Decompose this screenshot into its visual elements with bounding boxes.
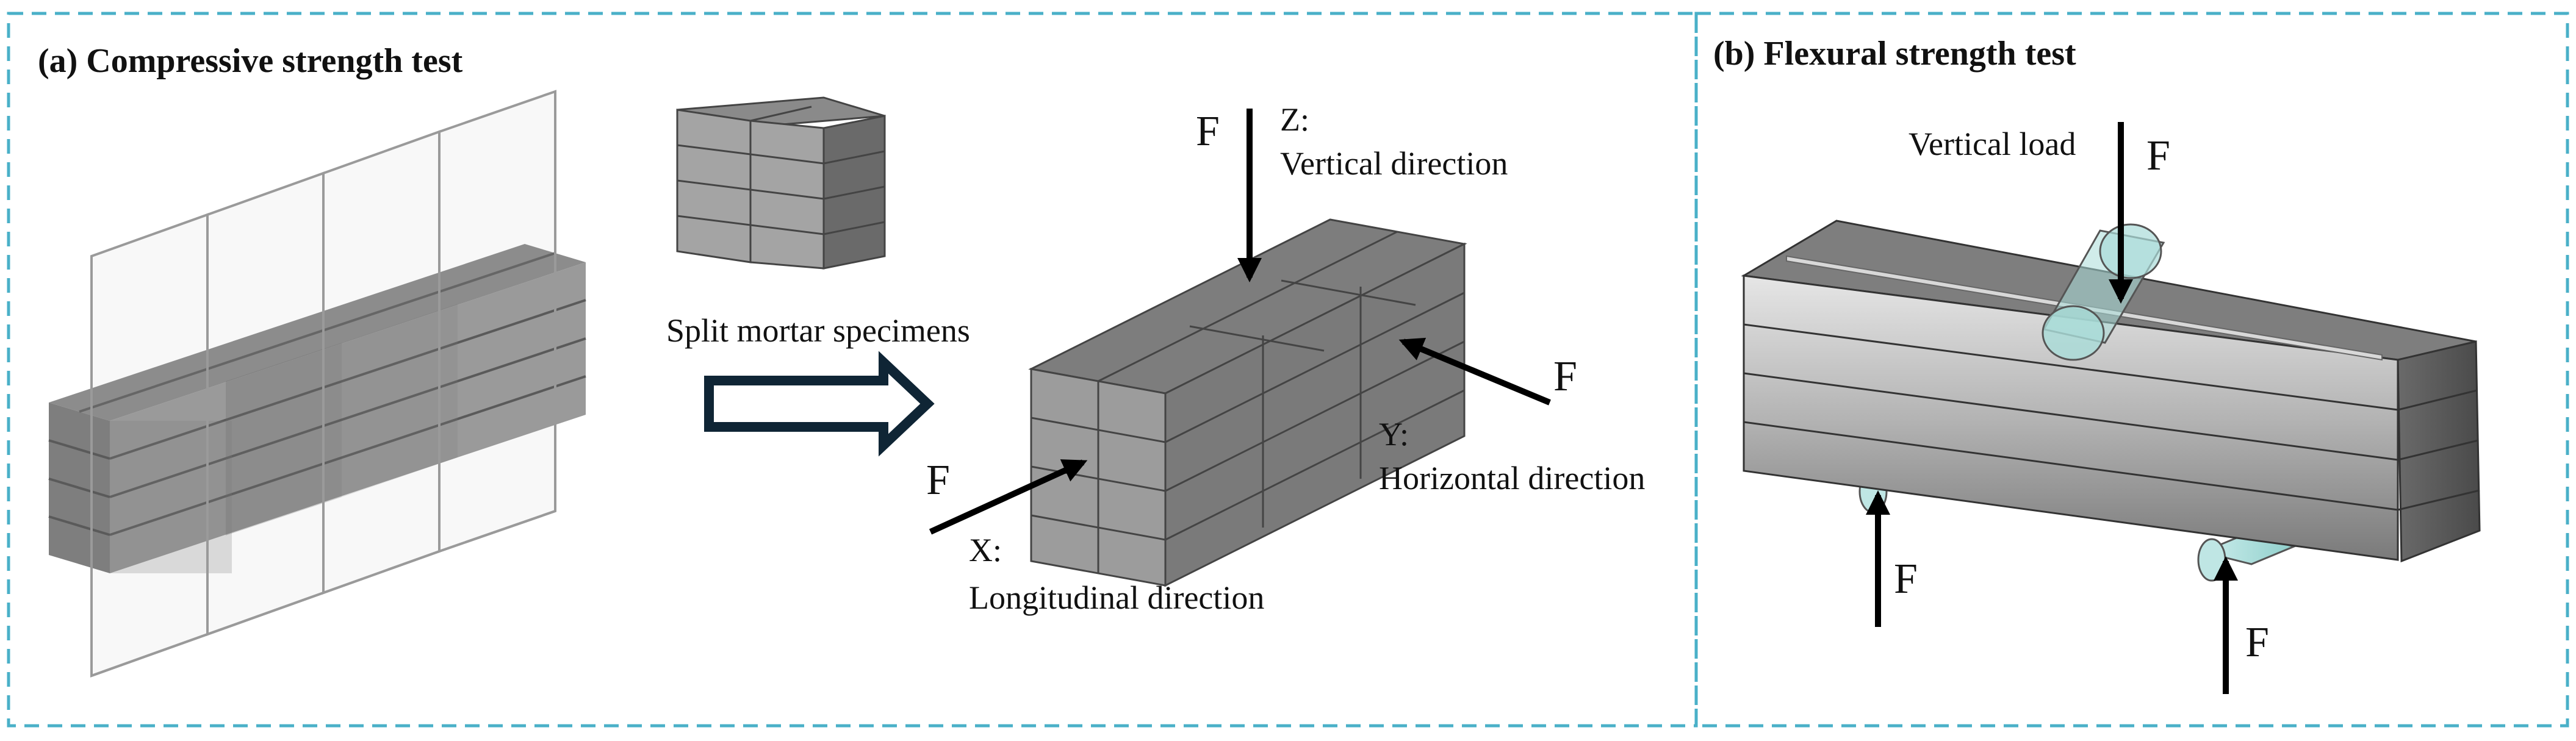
split-stack-small: [676, 96, 886, 270]
force-label-right: F: [2245, 619, 2269, 666]
hollow-arrow: [704, 351, 935, 457]
loading-roller: [2042, 223, 2165, 361]
force-label-x: F: [926, 457, 950, 504]
z-axis-label: Z:: [1280, 101, 1309, 138]
split-plane-specimen: [48, 90, 586, 678]
force-arrow-y: [1398, 337, 1551, 406]
x-direction-label: Longitudinal direction: [969, 579, 1264, 616]
z-direction-label: Vertical direction: [1280, 145, 1508, 182]
vertical-load-label: Vertical load: [1909, 126, 2076, 162]
force-label-left: F: [1894, 556, 1918, 603]
x-axis-label: X:: [969, 532, 1002, 568]
split-label: Split mortar specimens: [666, 312, 970, 349]
panel-a-title: (a) Compressive strength test: [38, 42, 463, 80]
force-label-z: F: [1196, 108, 1220, 155]
frame-panel-b: [1694, 12, 2569, 728]
y-direction-label: Horizontal direction: [1379, 460, 1645, 496]
specimen-block: [1028, 218, 1467, 587]
layered-bar: [48, 244, 586, 573]
force-label-y: F: [1553, 353, 1577, 400]
panel-b-title: (b) Flexural strength test: [1713, 35, 2076, 73]
y-axis-label: Y:: [1379, 416, 1409, 453]
force-arrow-x: [929, 459, 1088, 535]
force-label-top: F: [2146, 132, 2170, 179]
